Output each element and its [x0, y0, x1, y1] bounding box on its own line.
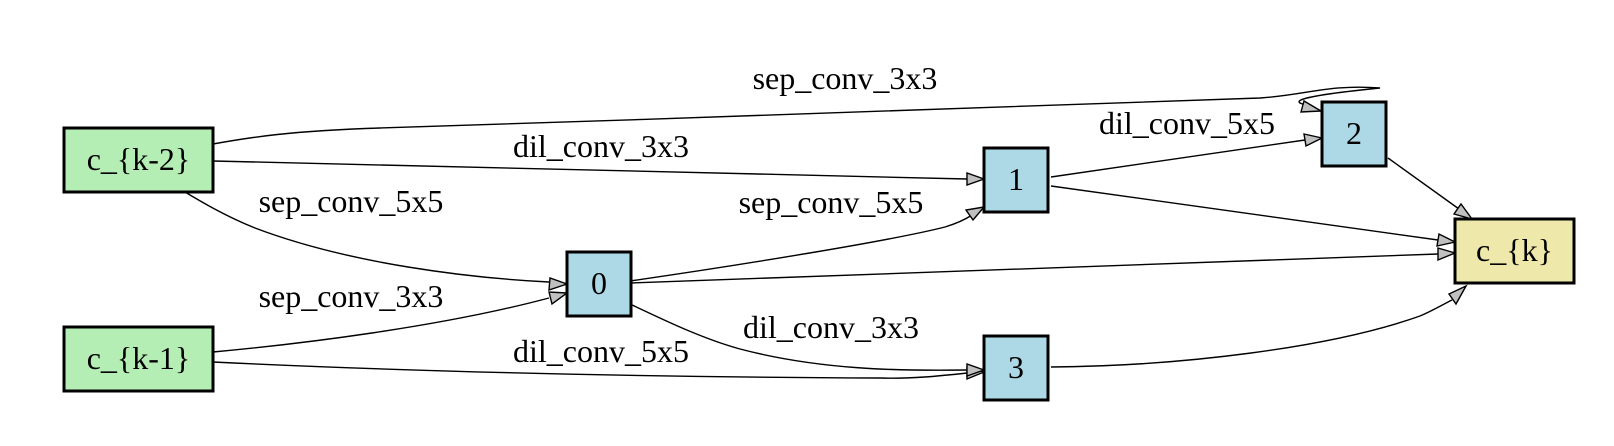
- arrowhead: [1300, 99, 1324, 113]
- edge-label: dil_conv_3x3: [513, 128, 689, 164]
- edges: sep_conv_3x3 dil_conv_3x3 sep_conv_5x5 s…: [184, 60, 1468, 381]
- node-label: c_{k}: [1476, 232, 1553, 268]
- edge-0-to-ck: [629, 247, 1458, 284]
- node-label: c_{k-1}: [87, 340, 191, 376]
- edge-label: dil_conv_3x3: [743, 309, 919, 345]
- edge-1-to-ck: [1050, 185, 1458, 247]
- node-2[interactable]: 2: [1320, 100, 1388, 168]
- nodes: c_{k-2} c_{k-1} 0 1 2 3 c_{k}: [62, 100, 1576, 402]
- node-1[interactable]: 1: [982, 146, 1050, 214]
- node-box: [1453, 217, 1576, 285]
- edge-label: sep_conv_3x3: [753, 60, 938, 96]
- node-box: [565, 250, 633, 318]
- node-box: [1320, 100, 1388, 168]
- arrowhead: [548, 291, 569, 306]
- arrowhead: [1436, 232, 1458, 247]
- arrowhead: [966, 363, 987, 377]
- node-box: [982, 334, 1050, 402]
- edge-ck2-to-0: sep_conv_5x5: [184, 183, 570, 291]
- edge-0-to-1: sep_conv_5x5: [629, 184, 986, 282]
- arrowhead: [548, 277, 570, 291]
- arrowhead: [966, 172, 987, 186]
- arrowhead: [1452, 202, 1474, 221]
- node-box: [62, 325, 215, 393]
- node-c-k-2[interactable]: c_{k-2}: [62, 126, 215, 194]
- edge-label: dil_conv_5x5: [513, 333, 689, 369]
- node-label: 3: [1008, 349, 1024, 385]
- node-c-k[interactable]: c_{k}: [1453, 217, 1576, 285]
- edge-ck2-to-1: dil_conv_3x3: [212, 128, 987, 186]
- edge-ck1-to-0: sep_conv_3x3: [212, 278, 569, 353]
- edge-label: sep_conv_3x3: [259, 278, 444, 314]
- edge-0-to-3: dil_conv_3x3: [629, 303, 987, 377]
- node-box: [62, 126, 215, 194]
- arrowhead: [1303, 133, 1325, 148]
- node-label: 0: [591, 265, 607, 301]
- edge-label: sep_conv_5x5: [259, 183, 444, 219]
- edge-label: dil_conv_5x5: [1099, 105, 1275, 141]
- node-label: 1: [1008, 161, 1024, 197]
- node-label: c_{k-2}: [87, 141, 191, 177]
- edge-label: sep_conv_5x5: [739, 184, 924, 220]
- node-c-k-1[interactable]: c_{k-1}: [62, 325, 215, 393]
- edge-2-to-ck-head: [1387, 157, 1474, 221]
- edge-3-to-ck: [1050, 284, 1468, 368]
- arrowhead: [1437, 247, 1458, 262]
- node-label: 2: [1346, 115, 1362, 151]
- arrowhead: [964, 205, 986, 222]
- arrowhead: [1447, 284, 1468, 306]
- edge-1-to-2: dil_conv_5x5: [1050, 105, 1325, 178]
- node-3[interactable]: 3: [982, 334, 1050, 402]
- node-0[interactable]: 0: [565, 250, 633, 318]
- node-box: [982, 146, 1050, 214]
